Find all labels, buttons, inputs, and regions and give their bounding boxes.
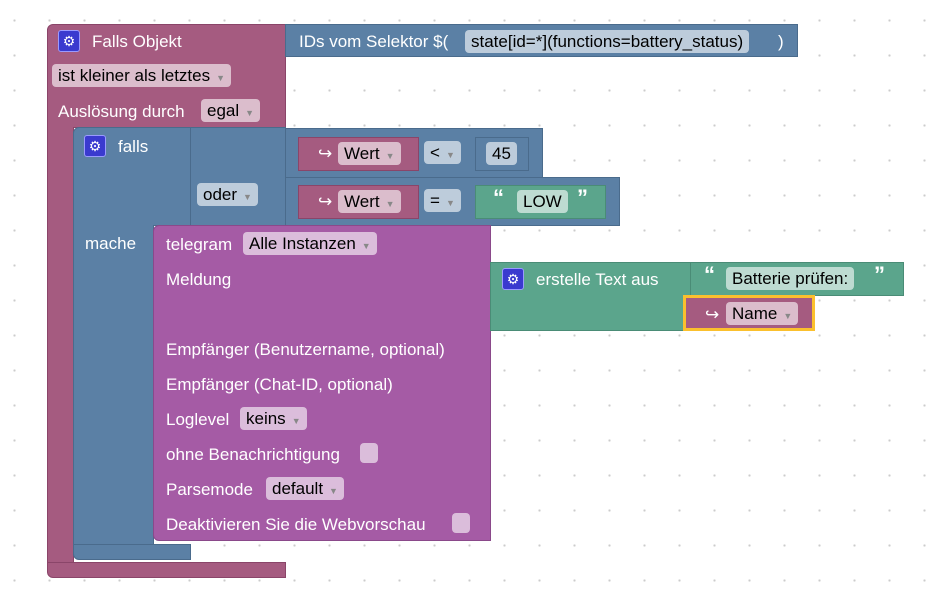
operator-dropdown[interactable]: oder ▼ — [197, 183, 258, 206]
chevron-down-icon: ▼ — [385, 151, 395, 161]
var-value: Wert — [344, 192, 380, 211]
or-block[interactable] — [190, 127, 286, 226]
parsemode-label: Parsemode — [166, 480, 253, 499]
op-dropdown-1[interactable]: <▼ — [424, 141, 461, 164]
disable-preview-label: Deaktivieren Sie die Webvorschau — [166, 515, 426, 534]
arrow-icon: ↪ — [705, 305, 720, 324]
text-input-low[interactable]: LOW — [517, 190, 568, 213]
ack-label: Auslösung durch — [58, 102, 185, 121]
if-block-bottom[interactable] — [73, 544, 191, 560]
arrow-icon: ↪ — [318, 144, 333, 163]
number-input[interactable]: 45 — [486, 142, 517, 165]
var-dropdown-name[interactable]: Name ▼ — [726, 302, 799, 325]
message-label: Meldung — [166, 270, 232, 289]
op-dropdown-2[interactable]: =▼ — [424, 189, 461, 212]
loglevel-label: Loglevel — [166, 410, 230, 429]
loglevel-value: keins — [246, 409, 286, 428]
telegram-label: telegram — [166, 235, 233, 254]
parsemode-dropdown[interactable]: default ▼ — [266, 477, 344, 500]
operator-value: oder — [203, 185, 238, 204]
quote-open-icon: “ — [493, 185, 504, 210]
arrow-icon: ↪ — [318, 192, 333, 211]
trigger-block-bottom[interactable] — [47, 562, 286, 578]
op-value: = — [430, 191, 440, 210]
recipient-user-label: Empfänger (Benutzername, optional) — [166, 340, 445, 359]
text-join-label: erstelle Text aus — [536, 270, 659, 289]
chevron-down-icon: ▼ — [329, 486, 338, 496]
silent-checkbox[interactable] — [360, 443, 378, 463]
loglevel-dropdown[interactable]: keins ▼ — [240, 407, 307, 430]
selector-label: IDs vom Selektor $( — [299, 32, 449, 51]
parsemode-value: default — [272, 479, 324, 498]
text-input-batterie[interactable]: Batterie prüfen: — [726, 267, 855, 290]
disable-preview-checkbox[interactable] — [452, 513, 470, 533]
op-value: < — [430, 143, 440, 162]
gear-icon[interactable]: ⚙ — [58, 30, 80, 52]
selector-close: ) — [778, 32, 784, 51]
quote-close-icon: ” — [577, 185, 588, 210]
var-dropdown-2[interactable]: Wert ▼ — [338, 190, 401, 213]
chevron-down-icon: ▼ — [216, 73, 226, 83]
chevron-down-icon: ▼ — [243, 192, 252, 202]
instance-value: Alle Instanzen — [249, 234, 356, 253]
do-label: mache — [85, 234, 137, 253]
chevron-down-icon: ▼ — [445, 150, 455, 160]
instance-dropdown[interactable]: Alle Instanzen ▼ — [243, 232, 377, 255]
quote-open-icon: “ — [704, 262, 715, 287]
chevron-down-icon: ▼ — [445, 198, 455, 208]
compare-value: ist kleiner als letztes — [58, 66, 211, 85]
chevron-down-icon: ▼ — [783, 311, 793, 321]
ack-value: egal — [207, 101, 240, 120]
chevron-down-icon: ▼ — [385, 199, 395, 209]
compare-dropdown[interactable]: ist kleiner als letztes ▼ — [52, 64, 232, 87]
chevron-down-icon: ▼ — [291, 416, 301, 426]
if-label: falls — [118, 137, 149, 156]
trigger-block-left[interactable] — [47, 127, 74, 567]
selector-input[interactable]: state[id=*](functions=battery_status) — [465, 30, 750, 53]
gear-icon[interactable]: ⚙ — [502, 268, 524, 290]
quote-close-icon: ” — [874, 262, 885, 287]
recipient-chat-label: Empfänger (Chat-ID, optional) — [166, 375, 393, 394]
ack-dropdown[interactable]: egal ▼ — [201, 99, 261, 122]
var-dropdown-1[interactable]: Wert ▼ — [338, 142, 401, 165]
if-block-left[interactable] — [73, 225, 154, 547]
silent-label: ohne Benachrichtigung — [166, 445, 340, 464]
gear-icon[interactable]: ⚙ — [84, 135, 106, 157]
var-value: Name — [732, 304, 778, 323]
chevron-down-icon: ▼ — [245, 108, 255, 118]
trigger-title: Falls Objekt — [92, 32, 182, 51]
var-value: Wert — [344, 144, 380, 163]
chevron-down-icon: ▼ — [361, 241, 371, 251]
